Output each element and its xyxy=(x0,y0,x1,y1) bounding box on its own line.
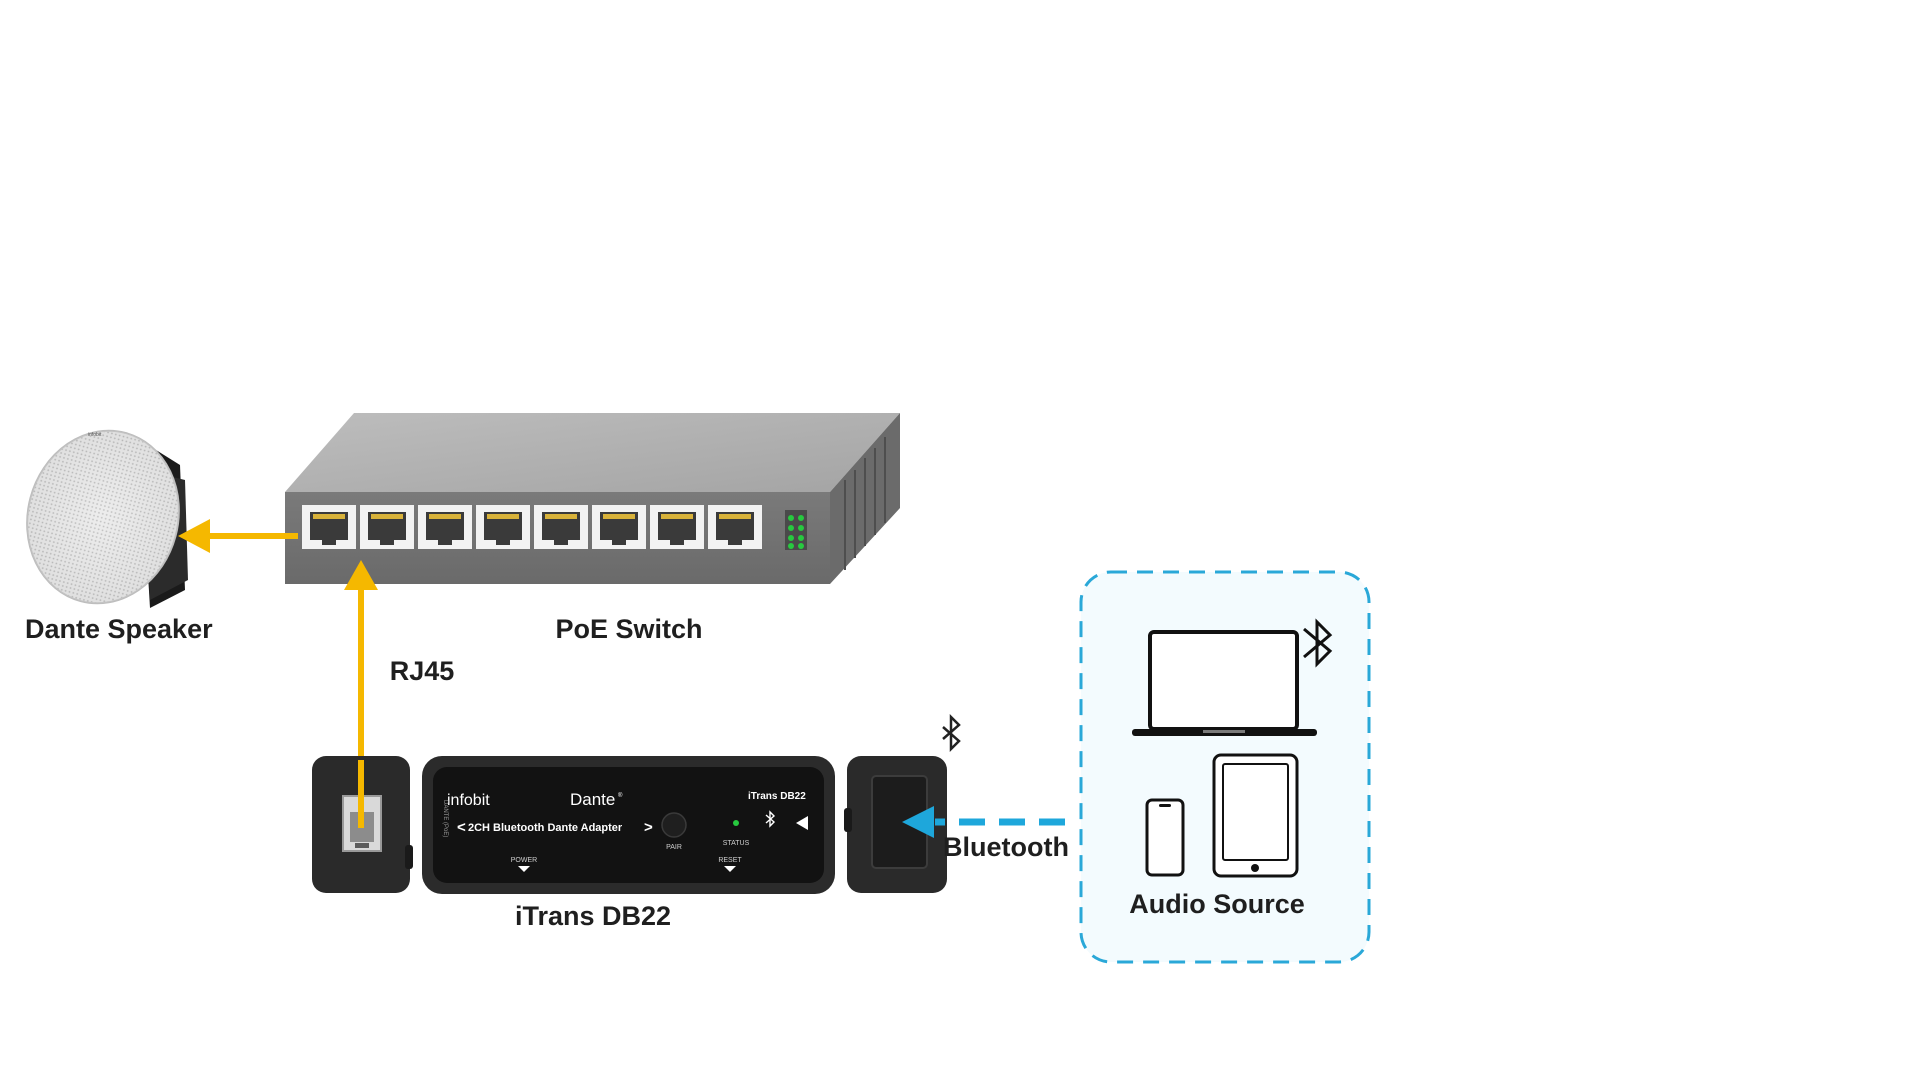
arrowhead-left-icon xyxy=(178,519,210,553)
bluetooth-link xyxy=(902,806,1065,838)
pair-button[interactable] xyxy=(661,812,687,838)
audio-source-group xyxy=(1079,570,1371,964)
rj45-port-icon xyxy=(708,505,762,549)
infobit-logo: infobit xyxy=(447,792,490,809)
rj45-port-icon xyxy=(418,505,472,549)
rj45-port-icon xyxy=(302,505,356,549)
rj45-port-icon xyxy=(592,505,646,549)
bluetooth-icon xyxy=(942,713,961,753)
poe-switch xyxy=(285,413,900,584)
arrowhead-left-icon xyxy=(902,806,934,838)
svg-text:infobit: infobit xyxy=(88,432,102,438)
bluetooth-icon xyxy=(765,810,776,828)
status-led-icon xyxy=(733,820,739,826)
itrans-db22-label: iTrans DB22 xyxy=(514,901,672,931)
power-indicator-icon xyxy=(518,866,530,872)
bluetooth-label: Bluetooth xyxy=(943,832,1069,862)
left-arrow-glyph: < xyxy=(457,819,466,836)
model-label: iTrans DB22 xyxy=(748,791,806,802)
audio-source-label: Audio Source xyxy=(1129,889,1305,919)
rj45-label: RJ45 xyxy=(389,656,455,686)
smartphone-icon xyxy=(1145,798,1185,877)
rj45-port-icon xyxy=(650,505,704,549)
led-indicator-icon xyxy=(785,510,807,550)
product-label: 2CH Bluetooth Dante Adapter xyxy=(468,822,623,834)
power-label: POWER xyxy=(511,857,537,864)
laptop-icon xyxy=(1132,630,1317,736)
dante-logo: Dante xyxy=(570,790,615,809)
rj45-port-icon xyxy=(476,505,530,549)
reset-indicator-icon xyxy=(724,866,736,872)
bluetooth-icon xyxy=(1303,618,1333,668)
itrans-db22-device: infobit . Dante ® iTrans DB22 < 2CH Blue… xyxy=(422,756,835,894)
side-label: DANTE (PoE) xyxy=(442,800,448,837)
right-arrow-glyph: > xyxy=(644,819,653,836)
dante-speaker-icon: infobit xyxy=(26,429,188,608)
registered-mark: ® xyxy=(618,792,623,799)
rj45-port-icon xyxy=(360,505,414,549)
bluetooth-end-cap xyxy=(844,756,947,893)
arrowhead-up-icon xyxy=(344,560,378,590)
rj45-port-icon xyxy=(534,505,588,549)
play-arrow-icon xyxy=(796,816,808,830)
pair-label: PAIR xyxy=(666,844,682,851)
reset-label: RESET xyxy=(718,857,742,864)
tablet-icon xyxy=(1212,753,1299,878)
dante-speaker-label: Dante Speaker xyxy=(25,614,213,644)
poe-switch-label: PoE Switch xyxy=(555,614,703,644)
status-label: STATUS xyxy=(723,840,750,847)
